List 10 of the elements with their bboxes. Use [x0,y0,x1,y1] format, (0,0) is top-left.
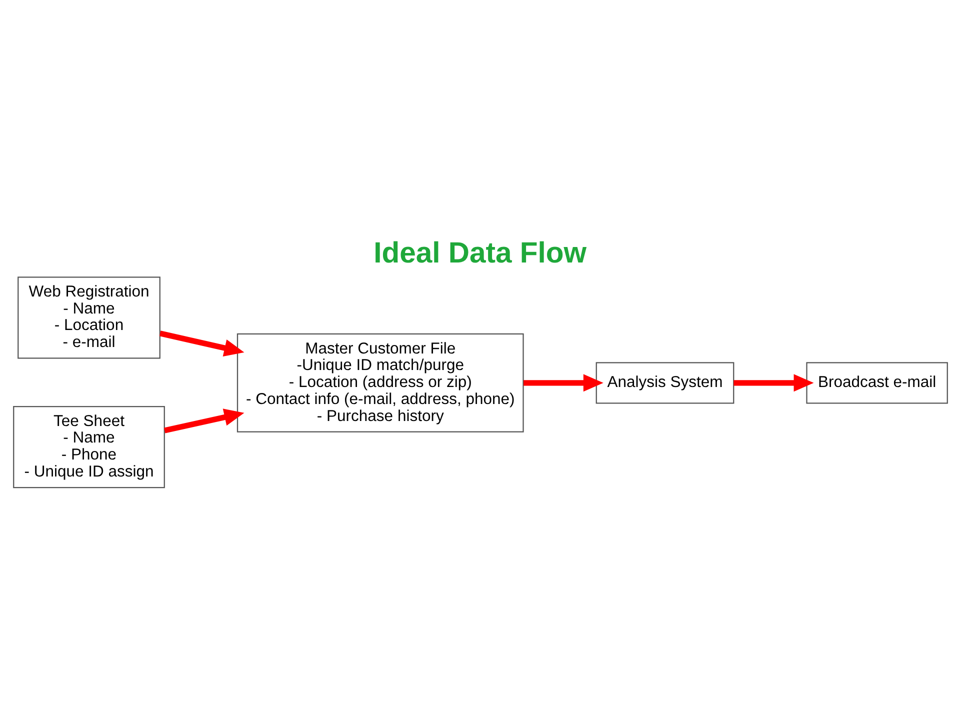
node-box: Master Customer File -Unique ID match/purge - Location (address or zip) - Contact info (e-mail, address, phone) - Purchase history [236,333,524,432]
arrow [164,408,244,434]
diagram-title: Ideal Data Flow [374,237,587,270]
arrow [159,330,244,357]
node-box: Analysis System [596,362,734,404]
arrow [524,374,604,392]
node-box: Tee Sheet - Name - Phone - Unique ID assign [13,406,165,488]
arrow [734,374,814,392]
node-box: Web Registration - Name - Location - e-mail [18,276,160,359]
node-box: Broadcast e-mail [806,362,948,404]
